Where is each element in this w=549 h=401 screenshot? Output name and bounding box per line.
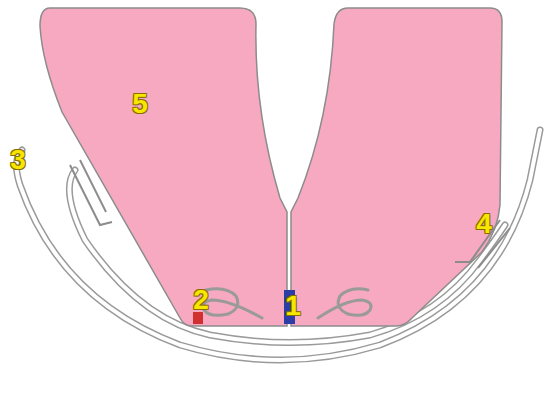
callout-number: 1 <box>285 292 301 320</box>
acrylic-base-plate <box>40 8 502 326</box>
callout-number: 4 <box>476 210 492 238</box>
callout-number: 5 <box>132 90 148 118</box>
callout-number: 2 <box>193 286 209 314</box>
callout-number: 3 <box>10 146 26 174</box>
clasp-wire <box>70 160 510 268</box>
